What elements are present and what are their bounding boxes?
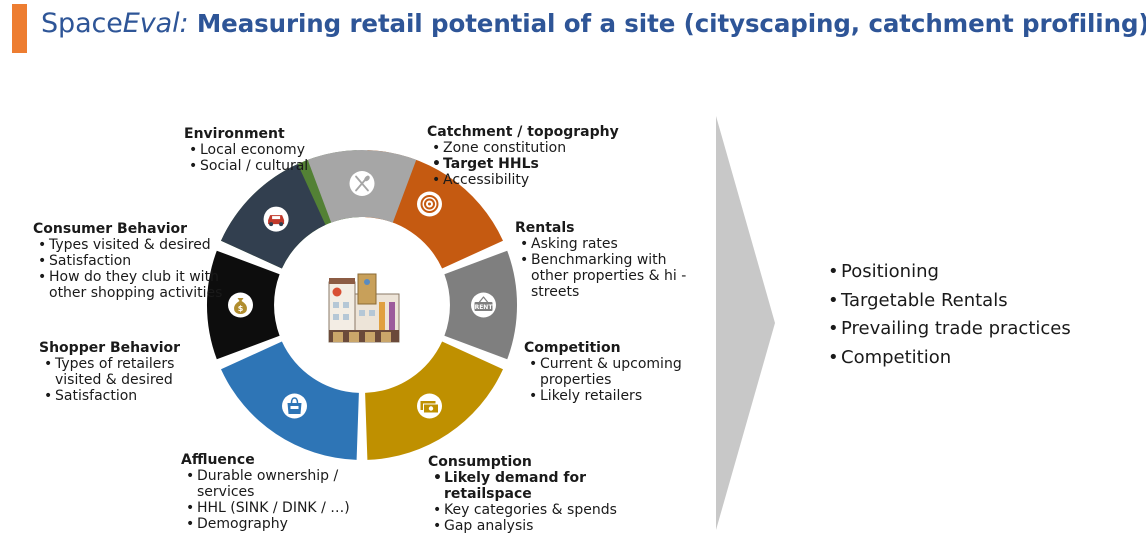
- environment-heading: Environment: [184, 126, 285, 142]
- rentals-block: Rentals Asking rates Benchmarking with o…: [515, 220, 715, 300]
- environment-block: Environment Local economy Social / cultu…: [184, 126, 364, 174]
- rentals-list: Asking rates Benchmarking with other pro…: [515, 236, 715, 300]
- consumer-behavior-item: How do they club it with other shopping …: [33, 269, 233, 301]
- competition-list: Current & upcoming properties Likely ret…: [524, 356, 714, 404]
- catchment-item: Target HHLs: [427, 156, 667, 172]
- environment-item: Local economy: [184, 142, 364, 158]
- competition-item: Current & upcoming properties: [524, 356, 694, 388]
- environment-list: Local economy Social / cultural: [184, 142, 364, 174]
- consumer-behavior-item: Satisfaction: [33, 253, 233, 269]
- title-accent-bar: [12, 4, 27, 53]
- consumer-behavior-item: Types visited & desired: [33, 237, 233, 253]
- consumer-behavior-block: Consumer Behavior Types visited & desire…: [33, 221, 233, 301]
- consumption-heading: Consumption: [428, 454, 532, 470]
- consumption-item: Gap analysis: [428, 518, 638, 534]
- affluence-list: Durable ownership / services HHL (SINK /…: [181, 468, 381, 532]
- shopper-behavior-heading: Shopper Behavior: [39, 340, 181, 356]
- wheel-segments: RENT $: [206, 149, 518, 460]
- target-icon: [417, 191, 442, 217]
- rentals-heading: Rentals: [515, 220, 575, 236]
- outcome-item: Positioning: [826, 258, 1071, 287]
- consumer-behavior-heading: Consumer Behavior: [33, 221, 188, 237]
- consumption-list: Likely demand for retailspace Key catego…: [428, 470, 638, 534]
- catchment-heading: Catchment / topography: [427, 124, 619, 140]
- title-lead: Space: [41, 8, 123, 39]
- catchment-item: Zone constitution: [427, 140, 667, 156]
- affluence-item: Durable ownership / services: [181, 468, 351, 500]
- consumer-behavior-list: Types visited & desired Satisfaction How…: [33, 237, 233, 301]
- fork-knife-icon: [349, 171, 375, 196]
- money-bag-icon: $: [228, 292, 253, 318]
- shopper-behavior-item: Types of retailers visited & desired: [39, 356, 224, 388]
- affluence-block: Affluence Durable ownership / services H…: [181, 452, 381, 532]
- page-title: SpaceEval: Measuring retail potential of…: [41, 8, 1146, 39]
- competition-block: Competition Current & upcoming propertie…: [524, 340, 714, 404]
- rentals-item: Asking rates: [515, 236, 715, 252]
- shopper-behavior-item: Satisfaction: [39, 388, 239, 404]
- consumption-item: Key categories & spends: [428, 502, 638, 518]
- catchment-list: Zone constitution Target HHLs Accessibil…: [427, 140, 667, 188]
- title-rest: Measuring retail potential of a site (ci…: [196, 9, 1146, 38]
- rentals-item: Benchmarking with other properties & hi …: [515, 252, 695, 300]
- catchment-item: Accessibility: [427, 172, 667, 188]
- title-lead-em: Eval:: [122, 8, 189, 39]
- car-icon: [263, 206, 289, 232]
- catchment-block: Catchment / topography Zone constitution…: [427, 124, 667, 188]
- shopping-bag-icon: [282, 393, 307, 419]
- outcomes-list: Positioning Targetable Rentals Prevailin…: [826, 258, 1071, 372]
- outcome-item: Competition: [826, 344, 1071, 373]
- consumption-block: Consumption Likely demand for retailspac…: [428, 454, 638, 534]
- affluence-item: Demography: [181, 516, 381, 532]
- competition-item: Likely retailers: [524, 388, 714, 404]
- environment-item: Social / cultural: [184, 158, 364, 174]
- shopping-mall-building-icon: [328, 273, 400, 343]
- outcome-item: Targetable Rentals: [826, 287, 1071, 316]
- consumption-item: Likely demand for retailspace: [428, 470, 588, 502]
- money-bills-icon: [417, 393, 442, 419]
- rent-sign-label: RENT: [475, 304, 494, 311]
- process-arrow: [716, 116, 775, 530]
- affluence-item: HHL (SINK / DINK / …): [181, 500, 381, 516]
- shopper-behavior-list: Types of retailers visited & desired Sat…: [39, 356, 239, 404]
- competition-heading: Competition: [524, 340, 621, 356]
- affluence-heading: Affluence: [181, 452, 255, 468]
- money-bag-label: $: [238, 304, 244, 313]
- shopper-behavior-block: Shopper Behavior Types of retailers visi…: [39, 340, 239, 404]
- outcome-item: Prevailing trade practices: [826, 315, 1071, 344]
- rent-sign-icon: RENT: [471, 292, 496, 318]
